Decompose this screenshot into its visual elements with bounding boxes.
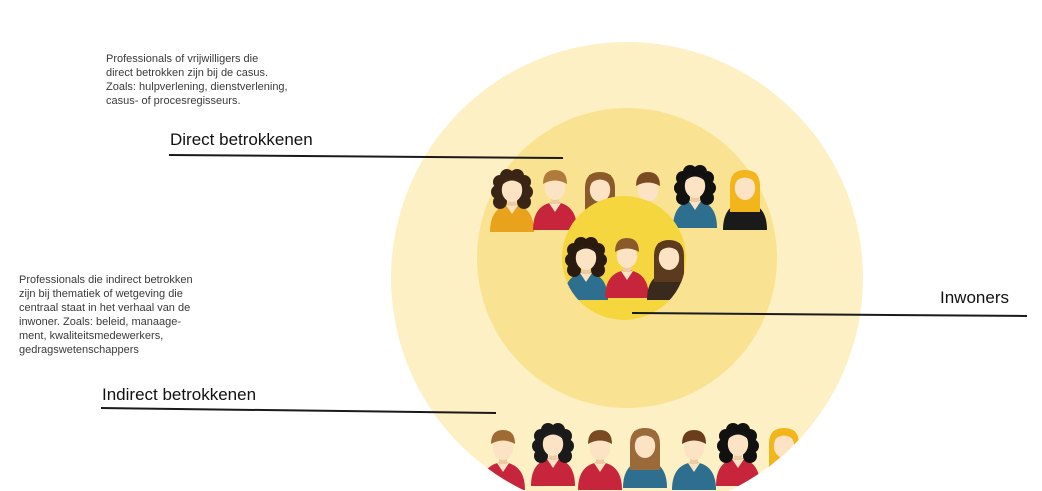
person-direct-6 <box>723 170 767 230</box>
indirect-title: Indirect betrokkenen <box>102 385 257 404</box>
person-inwoner-1 <box>564 237 608 300</box>
person-indirect-4 <box>623 428 667 488</box>
direct-description: Professionals of vrijwilligers die direc… <box>106 53 288 107</box>
person-indirect-6 <box>716 423 760 486</box>
person-direct-5 <box>673 165 717 228</box>
person-indirect-3 <box>578 430 622 490</box>
indirect-description: Professionals die indirect betrokken zij… <box>19 274 193 356</box>
person-inwoner-2 <box>605 238 649 298</box>
leader-line-inwoners <box>631 312 1028 317</box>
inwoners-title: Inwoners <box>940 288 1009 307</box>
person-direct-2 <box>533 170 577 230</box>
inwoners-people-group <box>564 237 686 300</box>
person-indirect-2 <box>531 423 575 486</box>
indirect-people-group <box>481 423 806 490</box>
leader-line-indirect <box>100 407 497 414</box>
leader-line-direct <box>168 154 564 159</box>
direct-title: Direct betrokkenen <box>170 130 313 149</box>
person-indirect-5 <box>672 430 716 490</box>
person-direct-1 <box>490 169 534 232</box>
